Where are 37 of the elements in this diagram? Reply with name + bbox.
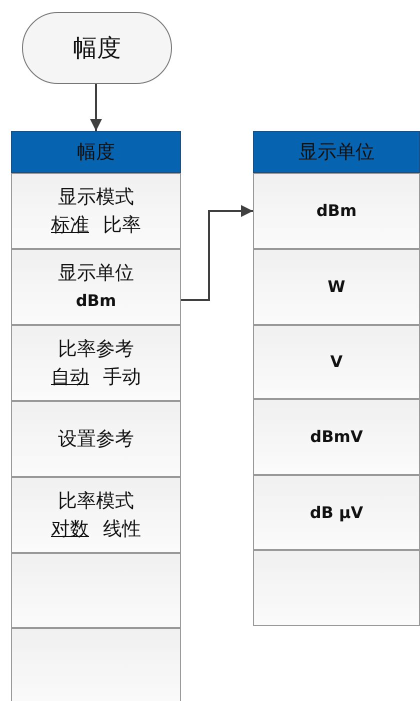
menu-label: W: [328, 276, 346, 298]
menu-header: [11, 131, 181, 173]
menu-label: 幅度: [77, 140, 115, 165]
menu-item: [253, 399, 420, 475]
menu-label: 幅度: [73, 34, 121, 62]
selected-option: 对数: [51, 518, 89, 540]
empty-menu-item: [11, 553, 181, 628]
menu-item: [11, 401, 181, 477]
option-label: 线性: [103, 518, 141, 540]
menu-label: dBmV: [310, 426, 363, 448]
menu-label: V: [330, 351, 343, 373]
menu-label: 显示模式: [58, 185, 134, 210]
menu-item: [11, 249, 181, 325]
empty-menu-item: [11, 628, 181, 701]
menu-label: 比率模式: [58, 489, 134, 514]
menu-item: [253, 325, 420, 399]
menu-label: 显示单位: [58, 261, 134, 286]
option-label: 比率: [103, 214, 141, 236]
menu-item: [253, 249, 420, 325]
menu-label: dBm: [316, 200, 357, 222]
menu-item: [253, 475, 420, 550]
menu-item: [11, 325, 181, 401]
menu-item: [253, 173, 420, 249]
menu-label: 显示单位: [298, 140, 374, 165]
menu-header: [253, 131, 420, 173]
menu-item: [11, 173, 181, 249]
selected-option: 标准: [51, 214, 89, 236]
menu-label: 设置参考: [58, 427, 134, 452]
empty-menu-item: [253, 550, 420, 626]
arrow: [90, 84, 102, 131]
selected-option: 自动: [51, 366, 89, 388]
menu-label: 比率参考: [58, 337, 134, 362]
arrow: [181, 205, 253, 301]
menu-item: [11, 477, 181, 553]
menu-label: dB μV: [310, 502, 364, 524]
option-label: 手动: [103, 366, 141, 388]
menu-label: dBm: [76, 290, 116, 312]
